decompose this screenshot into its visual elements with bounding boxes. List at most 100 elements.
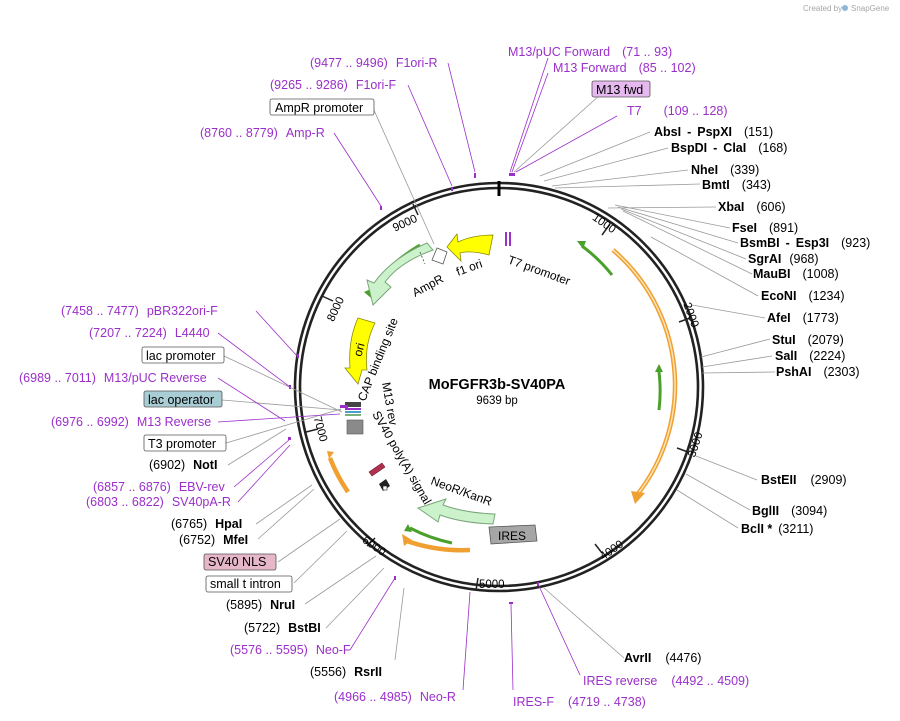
leader-line <box>650 236 759 297</box>
m13-fwd-label: M13 fwd <box>596 83 643 97</box>
snapgene-credit: Created by SnapGene <box>803 4 890 13</box>
enzyme-label: AvrII(4476) <box>624 651 701 665</box>
leader-line <box>394 587 405 661</box>
enzyme-label: BstEII(2909) <box>761 473 847 487</box>
misc-feature-arc <box>327 457 350 494</box>
primer-mark <box>505 232 507 246</box>
enzyme-label: EcoNI(1234) <box>761 289 845 303</box>
t3-promoter-label: T3 promoter <box>148 437 216 451</box>
leader-line <box>227 428 287 466</box>
sv40-polya-label: SV40 poly(A) signal <box>369 409 434 507</box>
enzyme-label: NheI(339) <box>691 163 759 177</box>
primer-label: (7458 .. 7477)pBR322ori-F <box>61 304 218 318</box>
leader-line <box>620 208 747 260</box>
leader-line <box>462 591 471 691</box>
t3-promoter-box <box>143 434 227 452</box>
leader-line <box>551 169 689 187</box>
leader-line <box>217 377 286 422</box>
sv40-nls-box <box>203 553 277 571</box>
primer-mark <box>474 173 476 178</box>
leader-line <box>513 94 601 173</box>
leader-line <box>223 355 343 413</box>
leader-line <box>372 107 435 245</box>
leader-line <box>543 147 669 182</box>
leader-line <box>509 57 549 173</box>
lac-operator-box <box>143 390 223 408</box>
tick-mark <box>366 537 376 547</box>
tick-label: 5000 <box>479 579 505 591</box>
right-enzyme-labels: AbsI-PspXI(151) BspDI-ClaI(168) NheI(339… <box>654 125 870 536</box>
arrow-head-icon <box>404 524 412 532</box>
primer-mark <box>380 206 382 210</box>
ampr-cds-arrow <box>366 242 434 306</box>
arrow-head-icon <box>631 491 645 504</box>
primer-mark <box>288 437 291 440</box>
sv40-polya-mark <box>368 462 386 477</box>
green-feature-arc <box>581 244 614 276</box>
misc-feature-arc <box>612 249 676 496</box>
leader-line <box>685 473 751 511</box>
lac-feature-block <box>345 414 361 416</box>
enzyme-label: MauBI(1008) <box>753 267 839 281</box>
enzyme-label: BclI *(3211) <box>741 522 813 536</box>
sv40-small-mark <box>382 485 388 491</box>
enzyme-label: BglII(3094) <box>752 504 827 518</box>
f1-ori-arrow <box>446 232 494 263</box>
leader-line <box>255 310 298 357</box>
leader-lines <box>217 57 776 691</box>
lac-promoter-box <box>141 346 225 364</box>
leader-line <box>407 84 453 187</box>
ires-label: IRES <box>498 529 526 543</box>
green-feature-arc <box>409 526 453 545</box>
small-t-intron-box <box>205 575 293 593</box>
leader-line <box>277 518 341 563</box>
leader-line <box>617 206 739 244</box>
snapgene-logo-icon <box>842 5 848 11</box>
primer-mark <box>537 582 539 586</box>
arrow-head-icon <box>402 534 412 546</box>
leader-line <box>237 444 291 503</box>
enzyme-label: (5556)RsrII <box>310 665 382 679</box>
sv40-small-mark <box>379 479 390 491</box>
primer-label: T7(109 .. 128) <box>627 104 728 118</box>
primer-label: (9477 .. 9496)F1ori-R <box>310 56 438 70</box>
leader-line <box>221 399 342 411</box>
leader-line <box>255 484 313 525</box>
enzyme-label: PshAI(2303) <box>776 365 860 379</box>
enzyme-label: FseI(891) <box>732 221 798 235</box>
leader-line <box>700 338 771 358</box>
primer-label: (9265 .. 9286)F1ori-F <box>270 78 396 92</box>
enzyme-label: (6752)MfeI <box>179 533 248 547</box>
ires-box <box>488 524 538 545</box>
sv40-nls-label: SV40 NLS <box>208 555 266 569</box>
enzyme-label: (5722)BstBI <box>244 621 321 635</box>
leader-line <box>607 206 717 209</box>
misc-feature-arc <box>611 248 678 497</box>
small-t-intron-label: small t intron <box>210 577 281 591</box>
arrow-head-icon <box>327 451 334 459</box>
f1-ori-label: f1 ori <box>454 257 484 279</box>
tick-mark <box>412 203 419 216</box>
leader-line <box>543 587 625 659</box>
ori-label: ori <box>351 341 368 358</box>
primer-label: M13 Forward(85 .. 102) <box>553 61 696 75</box>
credit-text: Created by <box>803 4 842 13</box>
tick-mark <box>601 223 611 236</box>
t7-promoter-label: T7 promoter <box>506 253 572 289</box>
leader-line <box>349 577 396 651</box>
primer-label: (6857 .. 6876)EBV-rev <box>93 480 225 494</box>
plasmid-length: 9639 bp <box>476 395 518 407</box>
m13-fwd-box <box>591 80 651 98</box>
tick-label: 3000 <box>686 431 705 459</box>
primer-label: M13/pUC Forward(71 .. 93) <box>508 45 672 59</box>
primer-label: (5576 .. 5595)Neo-F <box>230 643 351 657</box>
primer-mark <box>451 187 453 191</box>
leader-line <box>691 304 766 319</box>
leader-line <box>233 439 290 488</box>
ampr-label: AmpR <box>410 271 446 299</box>
primer-label: (7207 .. 7224)L4440 <box>89 326 210 340</box>
leader-line <box>701 371 776 374</box>
enzyme-label: SalI(2224) <box>775 349 845 363</box>
enzyme-label: SgrAI(968) <box>748 252 819 266</box>
